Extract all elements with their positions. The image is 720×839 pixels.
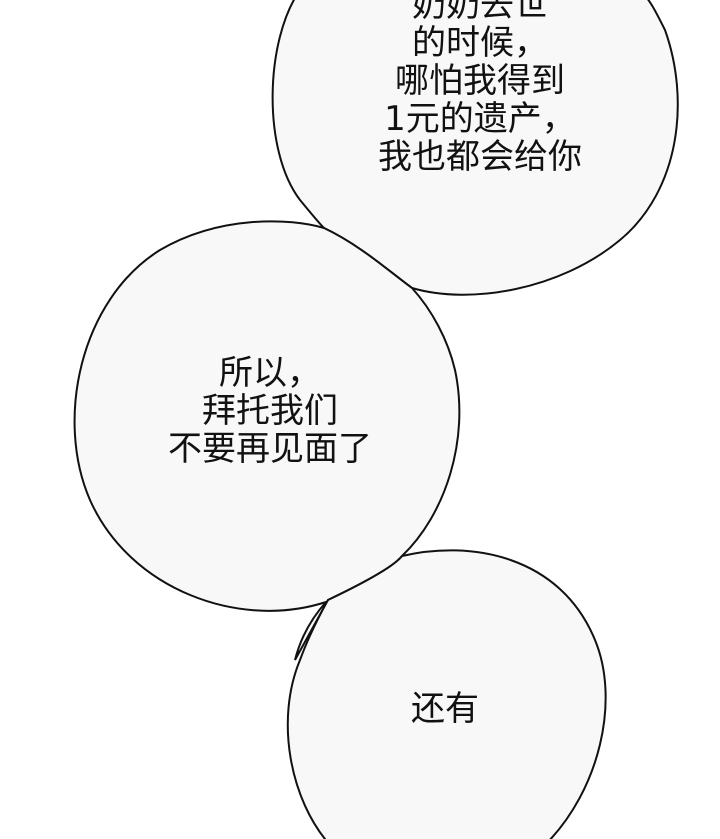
text-line: 不要再见面了 <box>168 429 372 469</box>
text-line: 1元的遗产， <box>384 99 576 139</box>
speech-bubble-top-text: 奶奶去世 的时候， 哪怕我得到 1元的遗产， 我也都会给你 <box>340 0 620 176</box>
speech-bubble-middle-text: 所以， 拜托我们 不要再见面了 <box>130 354 410 468</box>
speech-bubble-bottom <box>286 549 607 839</box>
speech-bubble-middle <box>73 220 461 661</box>
text-line: 的时候， <box>412 23 548 63</box>
text-line: 拜托我们 <box>202 391 338 431</box>
text-line: 奶奶去世 <box>412 0 548 25</box>
speech-bubble-top <box>271 0 679 296</box>
text-line: 哪怕我得到 <box>395 61 565 101</box>
speech-bubble-bottom-text: 还有 <box>360 690 530 728</box>
text-line: 所以， <box>219 353 321 393</box>
text-line: 还有 <box>411 689 479 729</box>
text-line: 我也都会给你 <box>378 137 582 177</box>
